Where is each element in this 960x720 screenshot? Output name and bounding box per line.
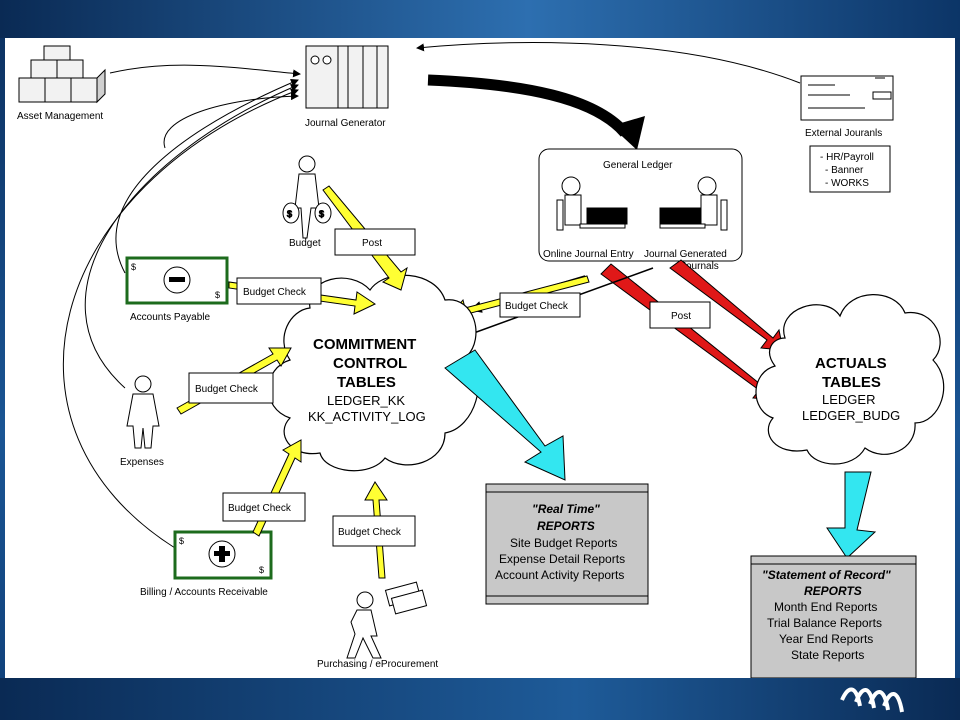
svg-text:$: $ xyxy=(179,536,184,546)
general-ledger-box xyxy=(538,148,743,262)
expenses-person-icon xyxy=(126,375,160,449)
budget-check-label-gl: Budget Check xyxy=(505,301,569,312)
actuals-table-name: LEDGER xyxy=(822,392,875,407)
svg-text:$: $ xyxy=(259,565,264,575)
diagram-canvas: Asset Management Journal Generator xyxy=(5,38,955,678)
realtime-report-item: Site Budget Reports xyxy=(510,536,617,550)
realtime-report-item: Account Activity Reports xyxy=(495,568,624,582)
record-report-item: State Reports xyxy=(791,648,864,662)
realtime-reports-subheading: REPORTS xyxy=(537,519,595,533)
slide-header-band xyxy=(0,0,960,38)
commitment-title-line: CONTROL xyxy=(333,355,407,372)
budget-check-box-ap xyxy=(236,277,322,305)
budget-check-label-purchasing: Budget Check xyxy=(338,527,402,538)
actuals-table-name: LEDGER_BUDG xyxy=(802,408,900,423)
flow-actuals-to-record-reports xyxy=(826,471,877,559)
commitment-table-name: LEDGER_KK xyxy=(327,393,405,408)
actuals-title-line: TABLES xyxy=(822,374,881,391)
budget-check-box-expenses xyxy=(188,372,274,404)
actuals-title-line: ACTUALS xyxy=(815,355,887,372)
budget-person-icon: $ $ xyxy=(282,155,332,239)
actuals-tables-cloud xyxy=(755,294,945,465)
purchasing-label: Purchasing / eProcurement xyxy=(317,659,438,670)
flow-expenses-to-journal-generator xyxy=(84,84,299,389)
logo-swoosh-icon xyxy=(840,687,904,713)
flow-asset-to-journal-generator xyxy=(109,64,301,78)
budget-check-box-billing xyxy=(222,492,306,522)
record-report-item: Year End Reports xyxy=(779,632,873,646)
accounts-payable-bill-icon: $ $ xyxy=(125,256,229,305)
flow-commitment-to-realtime-reports xyxy=(444,349,566,481)
budget-check-arrow-billing xyxy=(252,439,302,537)
flow-budget-to-journal-generator xyxy=(163,92,299,149)
svg-text:$: $ xyxy=(131,262,136,272)
budget-check-label-billing: Budget Check xyxy=(228,503,292,514)
budget-check-label-ap: Budget Check xyxy=(243,287,307,298)
flow-billing-to-journal-generator xyxy=(62,88,299,549)
journal-generated-label-line1: Journal Generated xyxy=(644,249,727,260)
record-report-item: Month End Reports xyxy=(774,600,877,614)
external-sources-box xyxy=(809,145,891,193)
journal-generator-label: Journal Generator xyxy=(305,118,386,129)
svg-text:$: $ xyxy=(287,209,292,219)
realtime-report-item: Expense Detail Reports xyxy=(499,552,625,566)
budget-label: Budget xyxy=(289,238,321,249)
arrowhead-to-general-ledger xyxy=(611,116,645,150)
realtime-reports-box xyxy=(485,483,649,605)
record-reports-box xyxy=(750,555,917,678)
budget-check-label-expenses: Budget Check xyxy=(195,384,259,395)
commitment-title-line: TABLES xyxy=(337,374,396,391)
record-report-item: Trial Balance Reports xyxy=(767,616,882,630)
svg-text:$: $ xyxy=(319,209,324,219)
flow-journal-generator-to-general-ledger xyxy=(427,74,630,137)
clerk-journal-generated-icon xyxy=(659,176,728,231)
clerk-online-entry-icon xyxy=(556,176,628,231)
realtime-reports-heading: "Real Time" xyxy=(532,502,600,516)
commitment-title-line: COMMITMENT xyxy=(313,336,416,353)
external-source-item: - HR/Payroll xyxy=(820,152,874,163)
general-ledger-title: General Ledger xyxy=(603,160,673,171)
post-arrows-to-actuals xyxy=(600,259,784,401)
billing-receivable-label: Billing / Accounts Receivable xyxy=(140,587,268,598)
process-diagram: Asset Management Journal Generator xyxy=(17,42,945,678)
budget-check-box-purchasing xyxy=(332,515,416,547)
flow-external-to-journal-generator xyxy=(416,42,801,84)
accounts-payable-label: Accounts Payable xyxy=(130,312,210,323)
external-journal-document-icon xyxy=(800,75,894,121)
billing-receivable-bill-icon: $ $ xyxy=(173,530,273,580)
post-label-box-budget xyxy=(334,228,416,256)
purchasing-person-icon xyxy=(346,581,428,659)
record-reports-subheading: REPORTS xyxy=(804,584,862,598)
online-journal-entry-label: Online Journal Entry xyxy=(543,249,634,260)
flow-ap-to-journal-generator xyxy=(115,79,299,274)
post-label-budget: Post xyxy=(362,238,382,249)
budget-check-box-gl xyxy=(499,292,581,318)
journal-generator-icon xyxy=(305,45,389,109)
post-label-box-actuals xyxy=(649,301,711,329)
asset-management-icon xyxy=(18,45,106,104)
asset-management-label: Asset Management xyxy=(17,111,103,122)
commitment-table-name: KK_ACTIVITY_LOG xyxy=(308,409,426,424)
expenses-label: Expenses xyxy=(120,457,164,468)
external-journals-label: External Jouranls xyxy=(805,128,882,139)
svg-text:$: $ xyxy=(215,290,220,300)
journal-generated-label-line2: Journals xyxy=(681,261,719,272)
slide-footer-band xyxy=(0,678,960,720)
post-label-actuals: Post xyxy=(671,311,691,322)
external-source-item: - WORKS xyxy=(825,178,869,189)
record-reports-heading: "Statement of Record" xyxy=(762,568,891,582)
external-source-item: - Banner xyxy=(825,165,864,176)
